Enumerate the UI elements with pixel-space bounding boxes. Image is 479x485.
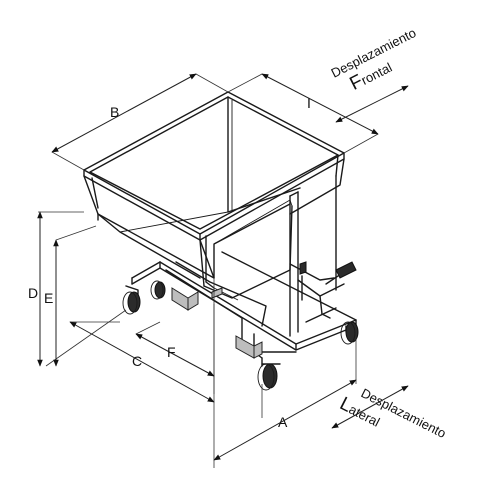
hopper-body (83, 91, 345, 301)
label-e: E (44, 290, 53, 306)
dimension-labels: B I D E C F A (28, 95, 311, 430)
caster-rear-right (340, 321, 359, 345)
caster-rear-left (150, 280, 166, 300)
label-b: B (110, 104, 119, 120)
label-i: I (307, 95, 311, 111)
label-d: D (28, 285, 38, 301)
label-a: A (278, 414, 288, 430)
dimension-lines (37, 73, 379, 461)
caster-front-left (122, 285, 141, 315)
frontal-direction-text: Desplazamiento Frontal (329, 25, 419, 95)
support-frame (131, 175, 357, 359)
lateral-direction-text: Desplazamiento Lateral (336, 385, 448, 441)
dimension-line-i (261, 73, 379, 135)
frontal-arrow (335, 85, 409, 123)
label-f: F (167, 344, 176, 360)
dimension-line-f (135, 333, 215, 377)
label-c: C (132, 353, 142, 369)
direction-arrows (331, 85, 409, 429)
dimension-line-b (51, 73, 197, 153)
extension-lines (38, 73, 379, 468)
caster-front-center (257, 357, 281, 391)
lateral-arrow (331, 385, 409, 429)
